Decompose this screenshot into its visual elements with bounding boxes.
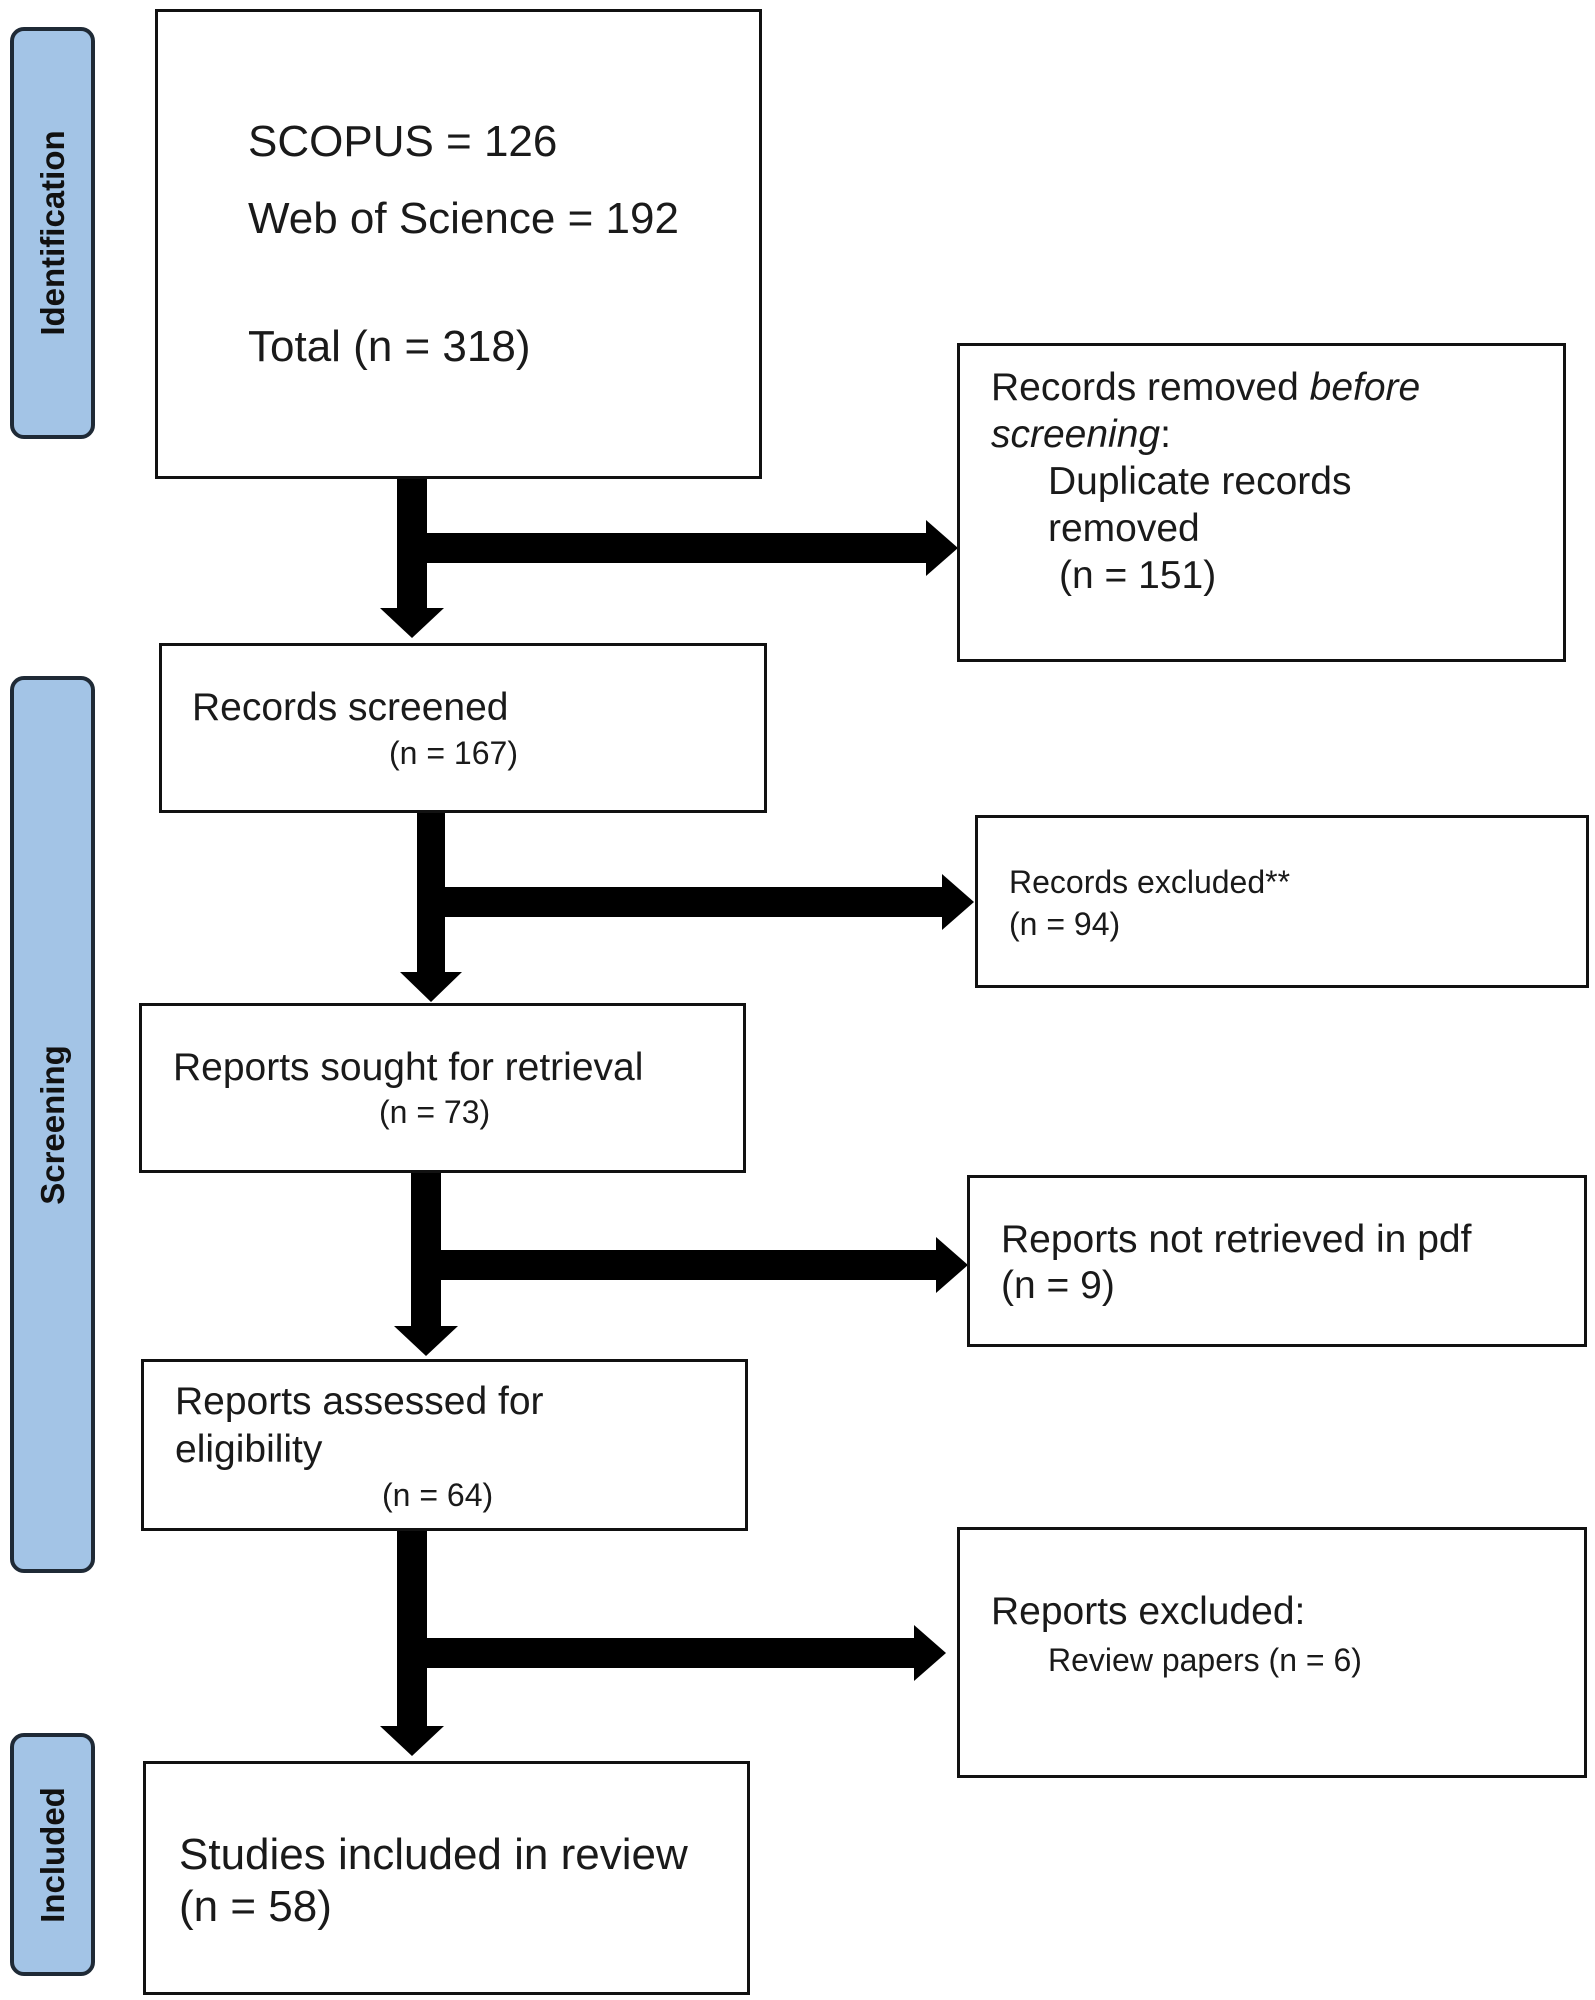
horizontal-arrow-shaft-1 (427, 533, 928, 563)
duplicate-removed-label: removed (1048, 507, 1200, 550)
records-excluded-box: Records excluded** (n = 94) (975, 815, 1589, 988)
records-removed-line2: screening: (991, 413, 1171, 457)
identification-total: Total (n = 318) (248, 322, 531, 371)
vertical-arrow-head-2 (400, 972, 462, 1002)
web-of-science-count: Web of Science = 192 (248, 194, 679, 243)
horizontal-arrow-head-4 (914, 1625, 946, 1681)
reports-sought-count: (n = 73) (379, 1094, 491, 1130)
horizontal-arrow-head-3 (936, 1237, 968, 1293)
records-removed-before: before (1309, 366, 1421, 409)
records-removed-colon: : (1160, 413, 1171, 456)
reports-excluded-detail: Review papers (n = 6) (1048, 1642, 1362, 1678)
duplicate-records-label: Duplicate records (1048, 460, 1352, 503)
phase-included: Included (10, 1733, 95, 1976)
horizontal-arrow-head-1 (926, 520, 958, 576)
reports-excluded-box: Reports excluded: Review papers (n = 6) (957, 1527, 1587, 1778)
vertical-arrow-head-1 (380, 608, 444, 638)
duplicate-removed-count: (n = 151) (1059, 554, 1217, 597)
studies-included-count: (n = 58) (179, 1882, 332, 1931)
vertical-arrow-shaft-4 (397, 1527, 427, 1728)
vertical-arrow-head-4 (380, 1726, 444, 1756)
records-removed-line1: Records removed before (991, 366, 1420, 410)
records-screened-box: Records screened (n = 167) (159, 643, 767, 813)
reports-not-retrieved-label: Reports not retrieved in pdf (1001, 1218, 1472, 1261)
horizontal-arrow-shaft-2 (445, 887, 944, 917)
identification-box: SCOPUS = 126 Web of Science = 192 Total … (155, 9, 762, 479)
records-screened-label: Records screened (192, 686, 509, 729)
reports-assessed-line2: eligibility (175, 1428, 323, 1471)
phase-identification: Identification (10, 27, 95, 439)
records-removed-screening: screening (991, 413, 1161, 456)
vertical-arrow-shaft-2 (417, 811, 445, 974)
horizontal-arrow-shaft-3 (441, 1250, 938, 1280)
records-removed-box: Records removed before screening: Duplic… (957, 343, 1566, 662)
vertical-arrow-head-3 (394, 1326, 458, 1356)
reports-not-retrieved-box: Reports not retrieved in pdf (n = 9) (967, 1175, 1587, 1347)
studies-included-label: Studies included in review (179, 1830, 688, 1879)
reports-not-retrieved-count: (n = 9) (1001, 1264, 1115, 1307)
scopus-count: SCOPUS = 126 (248, 117, 558, 166)
vertical-arrow-shaft-1 (397, 476, 427, 610)
studies-included-box: Studies included in review (n = 58) (143, 1761, 750, 1995)
vertical-arrow-shaft-3 (411, 1167, 441, 1328)
reports-sought-box: Reports sought for retrieval (n = 73) (139, 1003, 746, 1173)
reports-assessed-line1: Reports assessed for (175, 1380, 544, 1423)
horizontal-arrow-head-2 (942, 874, 974, 930)
records-screened-count: (n = 167) (389, 735, 518, 771)
reports-excluded-label: Reports excluded: (991, 1590, 1306, 1633)
reports-sought-label: Reports sought for retrieval (173, 1046, 644, 1089)
reports-assessed-box: Reports assessed for eligibility (n = 64… (141, 1359, 748, 1531)
horizontal-arrow-shaft-4 (427, 1638, 916, 1668)
phase-screening: Screening (10, 676, 95, 1573)
reports-assessed-count: (n = 64) (382, 1477, 494, 1513)
records-excluded-label: Records excluded** (1009, 864, 1291, 900)
records-excluded-count: (n = 94) (1009, 906, 1121, 942)
records-removed-prefix: Records removed (991, 366, 1310, 409)
